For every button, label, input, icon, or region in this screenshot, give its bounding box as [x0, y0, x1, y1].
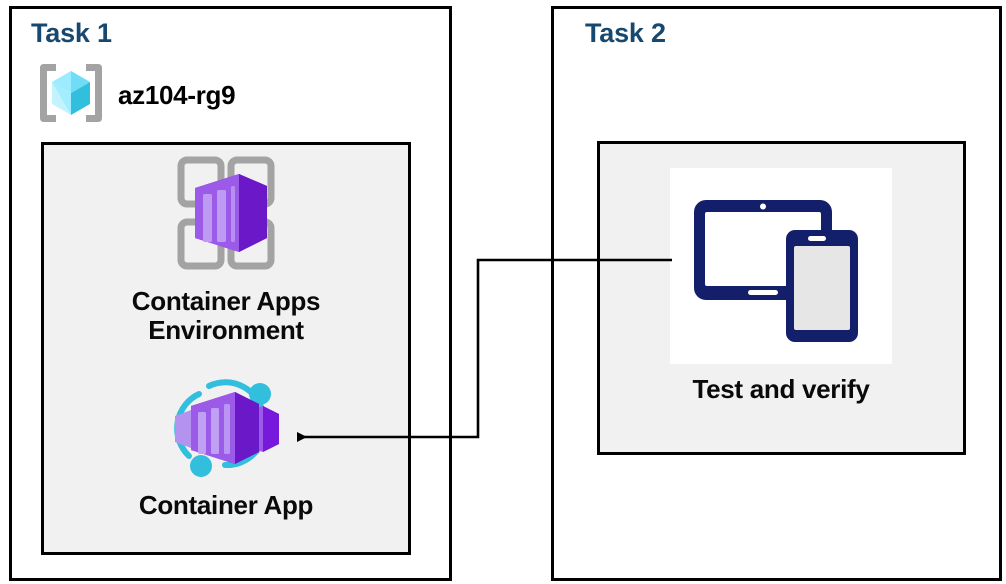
resource-group-icon	[36, 58, 106, 133]
resource-group-label: az104-rg9	[118, 80, 236, 110]
node-test-and-verify: Test and verify	[621, 168, 941, 404]
devices-tablet-phone-icon	[688, 184, 874, 349]
node-container-app: Container App	[61, 372, 391, 520]
container-apps-environment-icon	[165, 152, 287, 281]
container-app-icon	[165, 372, 287, 487]
resource-group-row: az104-rg9	[36, 58, 236, 133]
node-test-and-verify-caption: Test and verify	[692, 374, 870, 404]
node-container-apps-environment: Container Apps Environment	[61, 152, 391, 346]
devices-image-plate	[670, 168, 892, 364]
task-2-title: Task 2	[585, 18, 666, 48]
node-container-app-caption: Container App	[138, 490, 314, 520]
node-container-apps-environment-caption: Container Apps Environment	[131, 286, 321, 346]
task-1-title: Task 1	[31, 18, 112, 48]
